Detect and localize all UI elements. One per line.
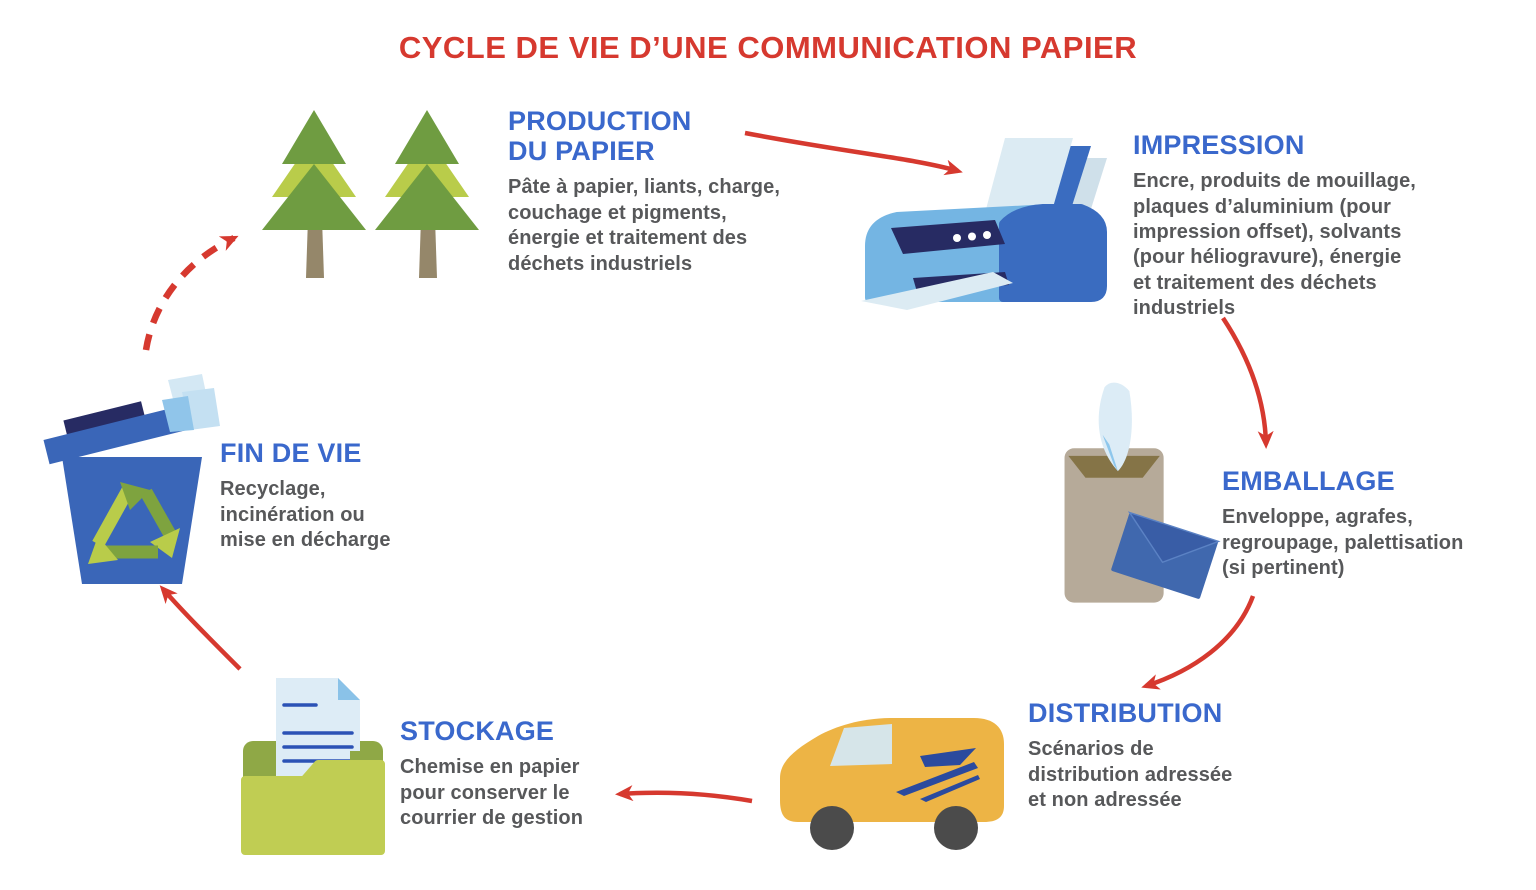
tree-left (262, 110, 366, 278)
stage-production: PRODUCTION DU PAPIER Pâte à papier, lian… (508, 106, 838, 277)
stage-distribution-body: Scénarios de distribution adressée et no… (1028, 738, 1233, 812)
blue-envelope (1111, 511, 1221, 599)
crumpled-paper (162, 374, 220, 432)
arrow-stockage-to-fin-de-vie (159, 585, 242, 671)
diagram-title: CYCLE DE VIE D’UNE COMMUNICATION PAPIER (398, 30, 1138, 65)
stage-fin-de-vie-heading: FIN DE VIE (220, 438, 362, 468)
recycle-symbol (88, 482, 180, 564)
stage-fin-de-vie-body: Recyclage, incinération ou mise en décha… (220, 478, 391, 552)
stage-impression-heading: IMPRESSION (1133, 130, 1305, 160)
stage-fin-de-vie: FIN DE VIE Recyclage, incinération ou mi… (220, 438, 480, 553)
arrow-impression-to-emballage (1221, 316, 1274, 449)
bin-lid (43, 401, 199, 465)
stage-production-body: Pâte à papier, liants, charge, couchage … (508, 176, 781, 275)
tree-right (375, 110, 479, 278)
stage-production-heading: PRODUCTION DU PAPIER (508, 106, 692, 167)
printer-icon (861, 138, 1107, 310)
delivery-van-icon (780, 718, 1004, 850)
package-envelope-icon (1064, 382, 1221, 603)
stage-distribution: DISTRIBUTION Scénarios de distribution a… (1028, 698, 1328, 813)
stage-impression: IMPRESSION Encre, produits de mouillage,… (1133, 130, 1473, 322)
stage-emballage: EMBALLAGE Enveloppe, agrafes, regroupage… (1222, 466, 1522, 581)
stage-stockage-body: Chemise en papier pour conserver le cour… (400, 756, 584, 830)
arrow-fin-de-vie-to-production-dashed (142, 235, 239, 351)
postal-bird-logo (896, 748, 980, 802)
trees-icon (262, 110, 479, 278)
stage-emballage-body: Enveloppe, agrafes, regroupage, palettis… (1222, 506, 1464, 580)
recycle-bin-icon (43, 374, 220, 584)
stage-stockage-heading: STOCKAGE (400, 716, 555, 746)
folder-document-icon (241, 678, 385, 855)
stage-emballage-heading: EMBALLAGE (1222, 466, 1395, 496)
stage-distribution-heading: DISTRIBUTION (1028, 698, 1223, 728)
stage-stockage: STOCKAGE Chemise en papier pour conserve… (400, 716, 680, 831)
stage-impression-body: Encre, produits de mouillage, plaques d’… (1133, 170, 1416, 320)
